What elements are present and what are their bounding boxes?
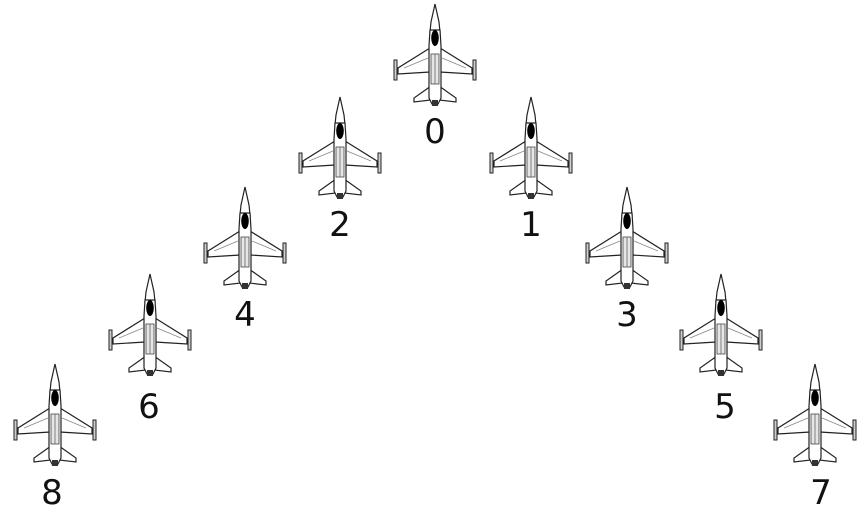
fighter-jet-icon (486, 95, 576, 201)
aircraft-label: 4 (234, 295, 256, 335)
fighter-jet-icon (582, 185, 672, 291)
aircraft-label: 0 (424, 112, 446, 152)
fighter-jet-icon (10, 362, 100, 468)
fighter-jet-icon (676, 272, 766, 378)
aircraft-label: 2 (329, 205, 351, 245)
aircraft-label: 1 (520, 205, 542, 245)
fighter-jet-icon (770, 362, 858, 468)
fighter-jet-icon (295, 95, 385, 201)
aircraft-label: 3 (616, 295, 638, 335)
fighter-jet-icon (105, 272, 195, 378)
fighter-jet-icon (390, 2, 480, 108)
aircraft-label: 8 (41, 473, 63, 513)
aircraft-label: 7 (810, 473, 832, 513)
aircraft-label: 5 (714, 387, 736, 427)
fighter-jet-icon (200, 185, 290, 291)
aircraft-label: 6 (138, 387, 160, 427)
